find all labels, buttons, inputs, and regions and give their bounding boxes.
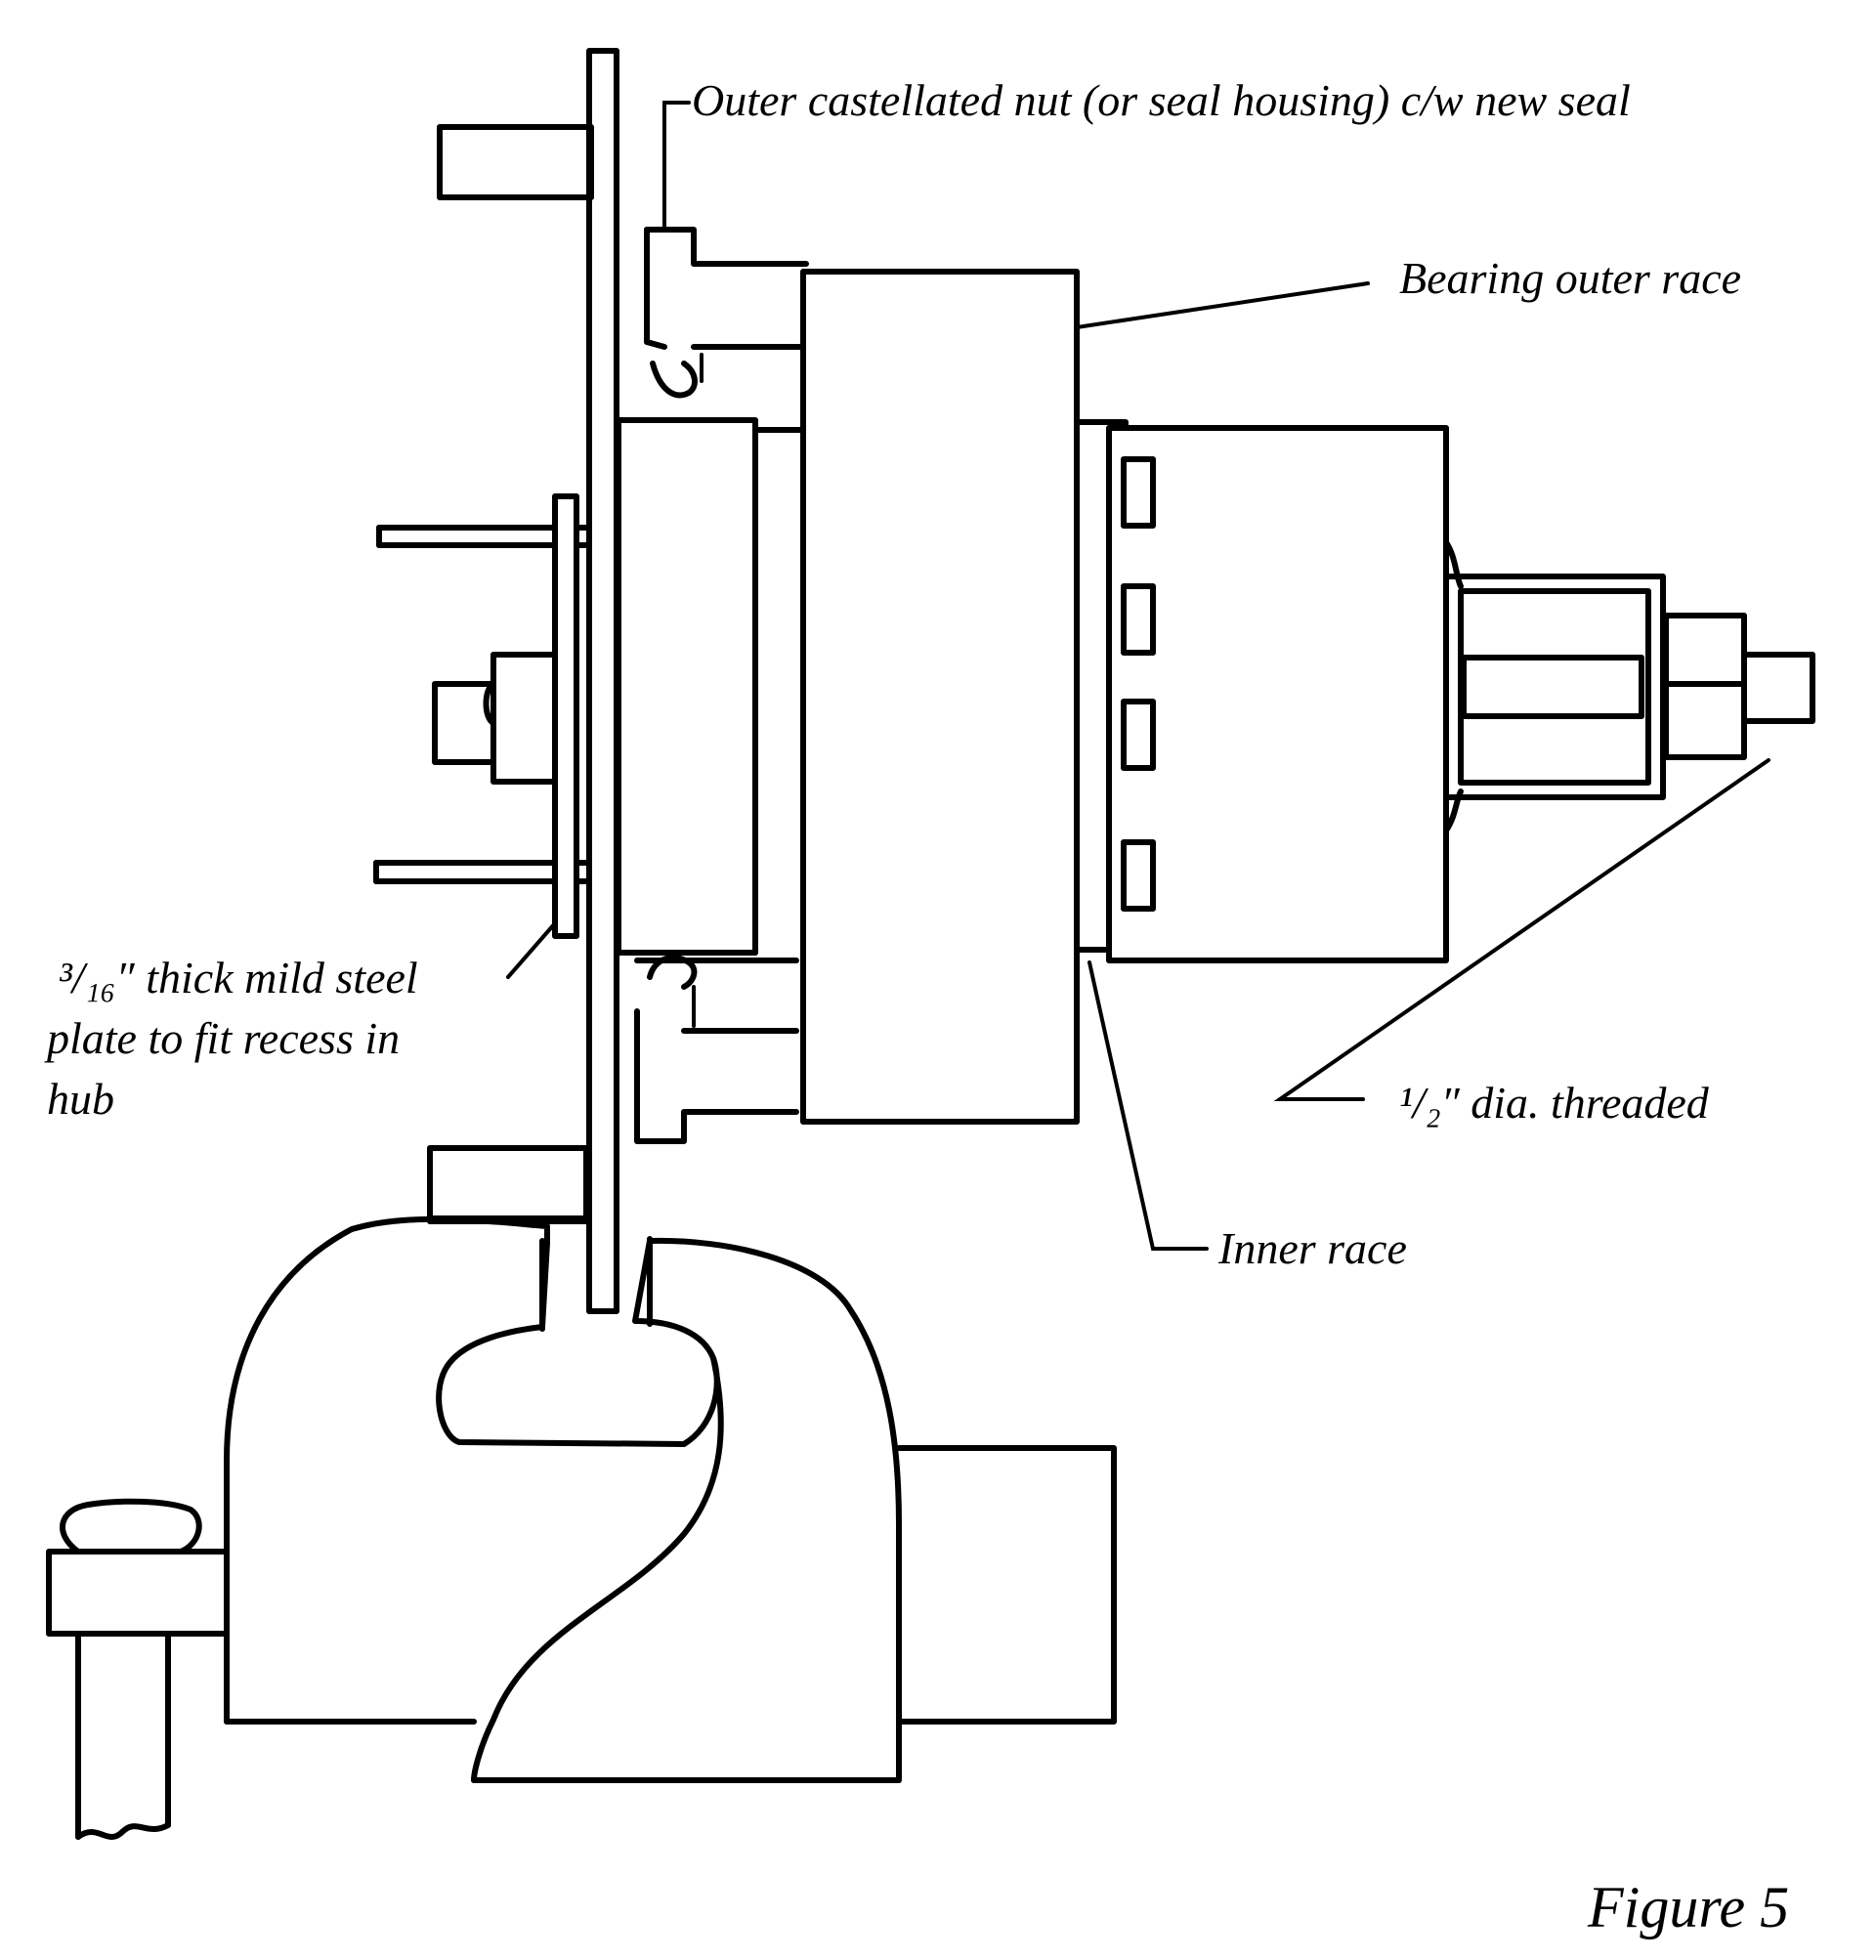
vice-jaw-body: [224, 1215, 902, 1781]
label-plate-line2: plate to fit recess in: [47, 1013, 401, 1063]
puller-cup: [1106, 425, 1449, 963]
cup-tooth-4: [1121, 839, 1156, 912]
bearing-outer-race: [800, 269, 1080, 1125]
vertical-plate: [586, 48, 619, 1314]
top-left-hatch-block: [437, 124, 594, 200]
leader-outer-nut: [662, 101, 691, 232]
vice-handle-knob: [60, 1498, 202, 1555]
seal-housing-top: [644, 227, 667, 350]
hub-plate: [586, 48, 619, 1314]
seal-housing: [634, 227, 809, 1144]
weld-top: [1443, 539, 1464, 589]
leader-bearing-outer-race: [1075, 281, 1370, 329]
weld-bottom: [1443, 788, 1464, 833]
vice-handle-break: [75, 1822, 171, 1840]
label-inner-race: Inner race: [1218, 1223, 1407, 1273]
label-outer-castellated-nut: Outer castellated nut (or seal housing) …: [692, 75, 1631, 125]
bar-box-inner: [1458, 588, 1651, 786]
bottom-left-hatch-block: [427, 1145, 589, 1221]
bench-vice: [46, 1215, 1117, 1840]
mild-steel-plate: [552, 493, 579, 939]
top-seal-ring: [650, 361, 698, 399]
threaded-bar-assembly: [1443, 539, 1815, 833]
right-nut: [1663, 613, 1747, 760]
cup-tooth-3: [1121, 699, 1156, 771]
rod-end-hatch: [1741, 652, 1815, 724]
hub-body: [616, 417, 758, 956]
vice-s-curve: [471, 1355, 724, 1783]
leader-plate: [506, 921, 557, 979]
seal-housing-bottom: [634, 1008, 799, 1144]
leader-inner-race: [1087, 960, 1209, 1251]
label-plate-line1: ³/₁₆″ thick mild steel: [59, 953, 418, 1002]
left-nut: [483, 652, 558, 785]
vice-slide-box: [896, 1445, 1117, 1725]
vice-handle-bar: [46, 1549, 230, 1637]
label-bearing-outer-race: Bearing outer race: [1399, 253, 1742, 303]
label-threaded: ¹/₂″ dia. threaded: [1399, 1078, 1709, 1128]
seal-housing-top-lip: [644, 227, 809, 267]
label-plate-line3: hub: [47, 1074, 114, 1124]
threaded-rod-section: [1461, 655, 1644, 719]
figure-caption: Figure 5: [1588, 1875, 1790, 1939]
cup-tooth-2: [1121, 583, 1156, 656]
cup-tooth-1: [1121, 456, 1156, 529]
leader-threaded: [1273, 758, 1770, 1101]
